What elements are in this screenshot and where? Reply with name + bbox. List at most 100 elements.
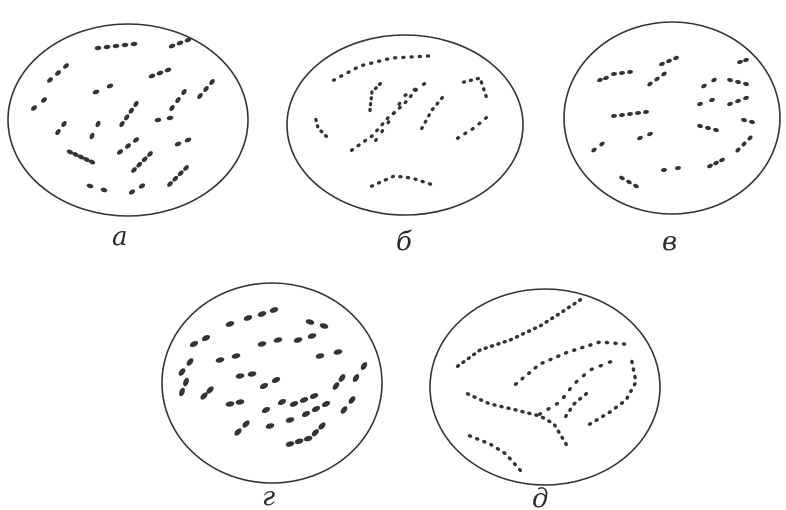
panel-g: г [161, 282, 383, 510]
bacterial-cell [116, 149, 124, 155]
bacterial-cell [743, 57, 749, 63]
bacterial-cell [289, 401, 299, 407]
bacterial-cell [475, 76, 480, 81]
bacterial-cell [124, 143, 132, 149]
bacterial-cell [635, 110, 641, 116]
bacterial-cell [711, 77, 717, 83]
bacterial-cell [526, 371, 532, 376]
bacterial-cell [409, 55, 414, 59]
bacterial-cell [735, 147, 741, 153]
bacterial-cell [603, 75, 609, 81]
bacterial-cell [368, 107, 372, 113]
bacterial-cell [427, 182, 433, 186]
bacterial-cell [527, 411, 532, 416]
bacterial-cell [86, 183, 94, 189]
bacterial-cell [259, 382, 269, 390]
panel-d-cells [455, 298, 637, 473]
bacterial-cell [225, 321, 235, 327]
bacterial-cell [626, 179, 632, 185]
bacterial-cell [318, 422, 326, 430]
bacterial-cell [315, 353, 325, 359]
bacterial-cell [257, 341, 267, 347]
bacterial-cell [561, 309, 566, 314]
bacterial-cell [544, 319, 549, 324]
bacterial-cell [369, 134, 374, 139]
bacterial-cell [234, 428, 242, 436]
bacterial-cell [83, 157, 90, 162]
bacterial-cell [138, 183, 146, 189]
bacterial-cell [741, 141, 747, 147]
bacterial-cell [520, 409, 525, 414]
bacterial-cell [293, 337, 303, 343]
bacterial-cell [303, 435, 313, 442]
bacterial-cell [147, 151, 153, 157]
bacterial-cell [532, 326, 538, 331]
bacterial-cell [597, 77, 603, 83]
bacterial-cell [353, 66, 358, 71]
bacterial-cell [540, 361, 545, 365]
bacterial-cell [235, 373, 245, 379]
bacterial-cell [520, 376, 525, 381]
bacterial-cell [564, 413, 568, 419]
bacterial-cell [178, 368, 186, 376]
bacterial-cell [176, 40, 184, 46]
bacterial-cell [577, 298, 583, 302]
bacterial-cell [455, 136, 461, 140]
bacterial-cell [89, 132, 95, 140]
bacterial-cell [168, 43, 176, 49]
bacterial-cell [506, 406, 511, 411]
bacterial-cell [556, 354, 561, 359]
bacterial-cell [271, 376, 281, 384]
bacterial-cell [201, 334, 211, 342]
bacterial-cell [643, 109, 649, 115]
bacterial-cell [547, 419, 552, 424]
bacterial-cell [177, 170, 184, 177]
bacterial-cell [315, 124, 320, 129]
bacterial-cell [435, 101, 440, 106]
bacterial-cell [571, 348, 577, 352]
panel-a-cells [31, 37, 215, 195]
panel-d-field-circle [429, 288, 661, 486]
bacterial-cell [632, 382, 637, 387]
bacterial-cell [467, 434, 473, 438]
bacterial-cell [483, 346, 488, 350]
bacterial-cell [468, 78, 474, 83]
bacterial-cell [741, 117, 747, 123]
bacterial-cell [166, 115, 174, 121]
panel-a-label: а [112, 222, 128, 252]
bacterial-cell [463, 131, 468, 136]
bacterial-cell [106, 83, 114, 89]
bacterial-cell [285, 441, 295, 447]
bacterial-cell [455, 364, 461, 368]
bacterial-cell [707, 163, 713, 169]
bacterial-cell [369, 61, 374, 65]
bacterial-cell [215, 357, 225, 363]
bacterial-cell [599, 141, 605, 147]
bacterial-cell [423, 119, 428, 124]
bacterial-cell [375, 128, 380, 133]
bacterial-cell [566, 305, 572, 310]
bacterial-cell [231, 353, 241, 359]
bacterial-cell [440, 95, 444, 101]
bacterial-cell [203, 86, 209, 92]
panel-d: д [429, 288, 661, 510]
bacterial-cell [131, 167, 137, 173]
bacterial-cell [492, 403, 497, 407]
bacterial-cell [370, 90, 374, 95]
bacterial-cell [581, 373, 586, 378]
bacterial-cell [384, 57, 390, 61]
bacterial-cell [307, 333, 317, 339]
bacterial-cell [580, 345, 585, 350]
bacterial-cell [319, 323, 329, 329]
bacterial-cell [485, 401, 490, 405]
bacterial-cell [513, 381, 519, 387]
bacterial-cell [421, 82, 427, 86]
bacterial-cell [128, 189, 136, 195]
bacterial-cell [164, 67, 172, 73]
bacterial-cell [572, 401, 577, 406]
bacterial-cell [41, 97, 47, 103]
bacterial-cell [277, 398, 287, 406]
panel-v-cells [591, 55, 755, 189]
bacterial-cell [72, 152, 79, 157]
bacterial-cell [633, 183, 639, 189]
